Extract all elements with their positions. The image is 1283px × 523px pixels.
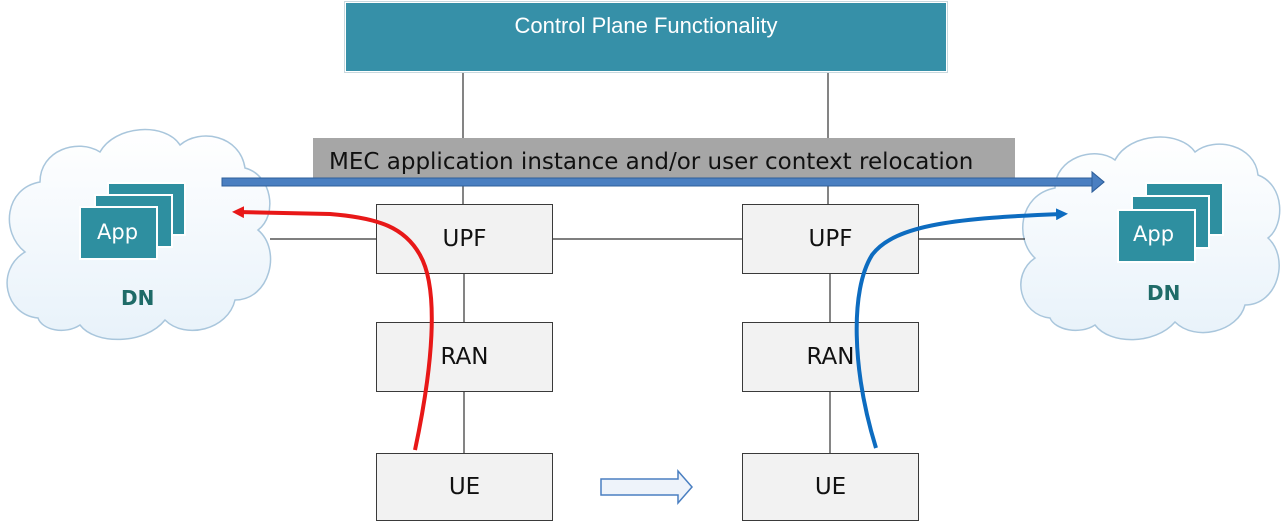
right-app-label: App bbox=[1133, 222, 1175, 246]
right-upf-node: UPF bbox=[742, 204, 919, 274]
right-ran-label: RAN bbox=[806, 344, 855, 370]
right-ue-label: UE bbox=[814, 474, 847, 500]
left-ue-node: UE bbox=[376, 453, 553, 521]
control-plane-box: Control Plane Functionality bbox=[345, 2, 947, 72]
right-ue-node: UE bbox=[742, 453, 919, 521]
left-dn-label: DN bbox=[121, 286, 155, 310]
left-upf-node: UPF bbox=[376, 204, 553, 274]
ue-move-arrow bbox=[600, 469, 693, 505]
left-ue-label: UE bbox=[448, 474, 481, 500]
left-ran-node: RAN bbox=[376, 322, 553, 392]
right-upf-label: UPF bbox=[808, 226, 853, 252]
right-app-stack bbox=[1117, 182, 1224, 263]
right-dn-label: DN bbox=[1147, 281, 1181, 305]
control-plane-label: Control Plane Functionality bbox=[514, 13, 778, 38]
relocation-banner: MEC application instance and/or user con… bbox=[313, 138, 1015, 186]
left-app-label: App bbox=[97, 220, 139, 244]
right-ran-node: RAN bbox=[742, 322, 919, 392]
left-app-stack bbox=[79, 182, 186, 260]
relocation-label: MEC application instance and/or user con… bbox=[329, 149, 974, 175]
left-upf-label: UPF bbox=[442, 226, 487, 252]
left-ran-label: RAN bbox=[440, 344, 489, 370]
